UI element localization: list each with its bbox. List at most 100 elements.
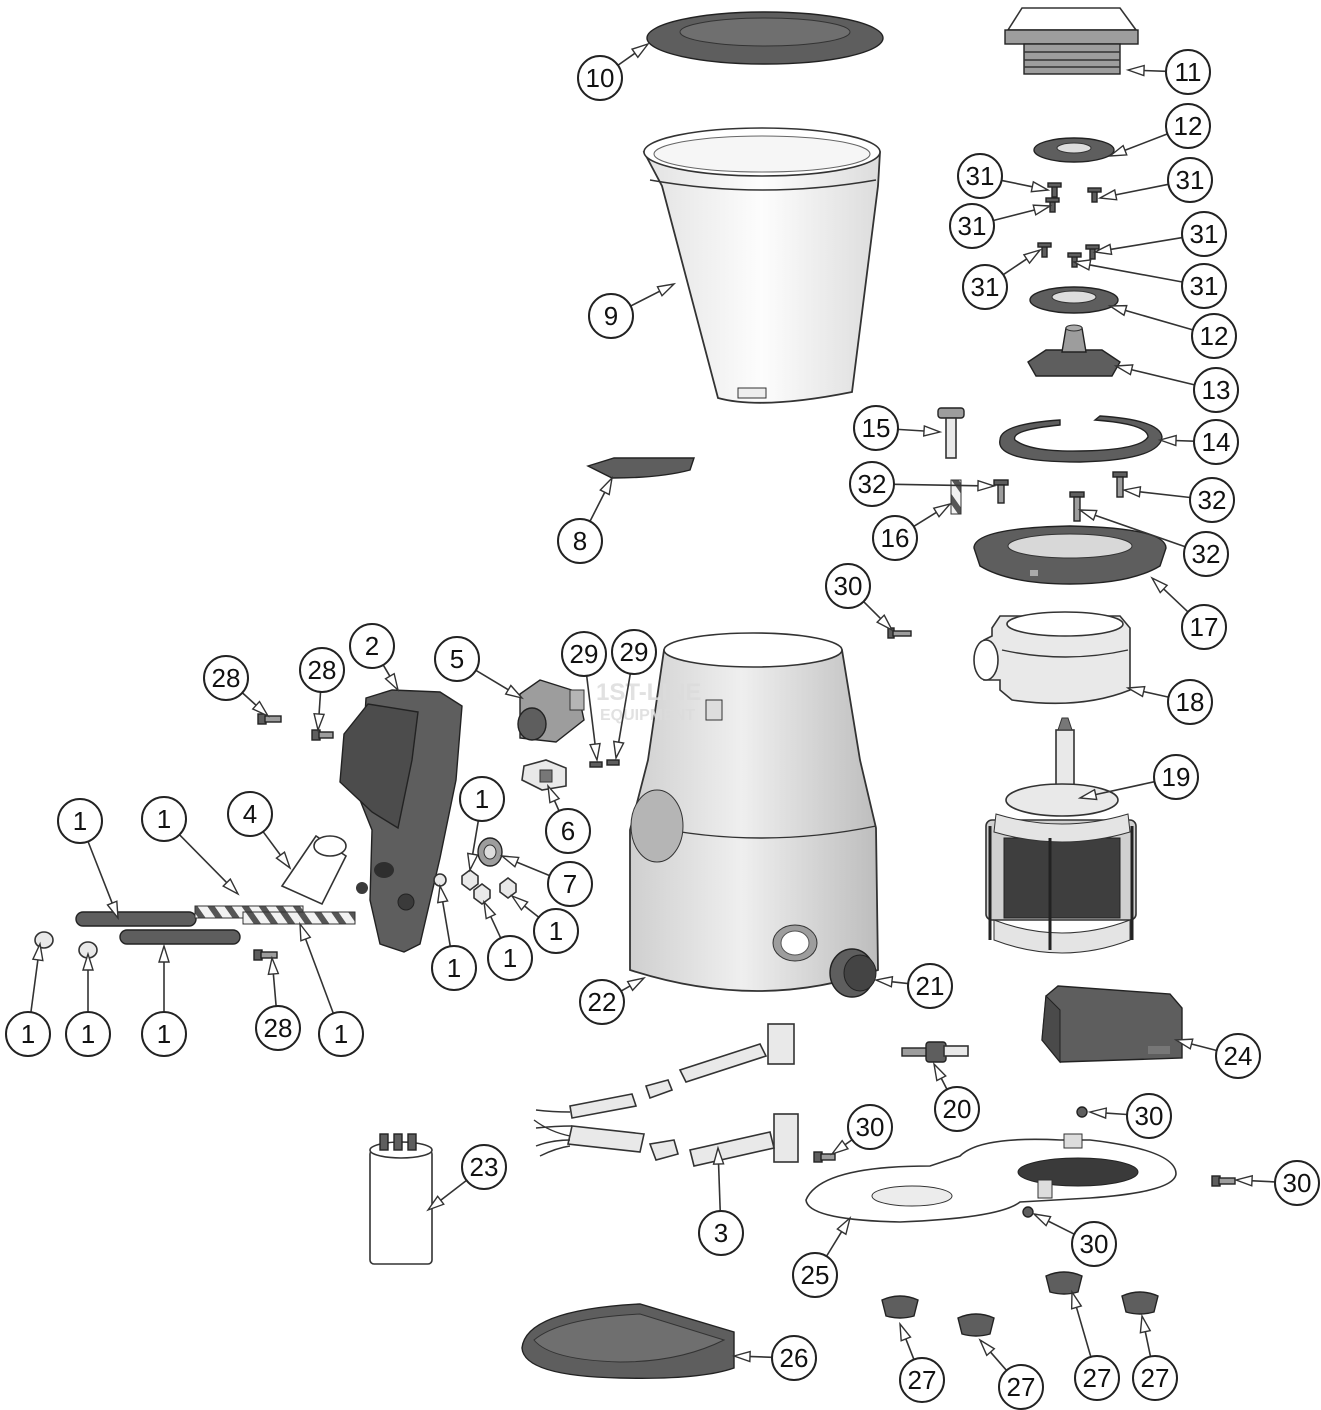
callout-30: 30 [825,563,894,632]
callout-circle [853,405,899,451]
callout-number: 30 [1080,1229,1109,1259]
callout-circle [141,796,187,842]
callout-number: 4 [243,799,257,829]
callout-circle [1074,1355,1120,1401]
callout-arrowhead [626,976,647,992]
callout-circle [299,647,345,693]
callout-number: 1 [157,804,171,834]
callout-arrowhead [1032,204,1053,216]
part-7-cable-gland [477,837,503,867]
callout-number: 10 [586,63,615,93]
callout-6: 6 [545,783,591,854]
callout-arrowhead [630,42,650,59]
callout-arrowhead [384,672,400,693]
callout-circle [1189,477,1235,523]
callout-25: 25 [792,1216,852,1298]
callout-29: 29 [561,631,607,763]
callout-number: 5 [450,644,464,674]
callout-arrowhead [275,851,292,870]
callout-leader [272,971,277,1007]
callout-29: 29 [611,629,657,761]
callout-leader [1141,69,1167,73]
callout-circle [899,1357,945,1403]
part-6-microswitch [521,759,567,791]
callout-number: 1 [447,953,461,983]
callout-number: 6 [561,816,575,846]
callout-leader [318,691,322,717]
callout-number: 31 [1190,219,1219,249]
callout-circle [1181,211,1227,257]
callout-number: 1 [475,784,489,814]
callout-leader [1108,236,1183,251]
part-22-main-body [629,632,879,992]
callout-leader [1249,1179,1276,1183]
callout-circle [1165,103,1211,149]
callout-number: 1 [21,1019,35,1049]
callout-arrowhead [1139,1313,1152,1334]
callout-leader [904,1336,915,1360]
callout-circle [434,636,480,682]
callout-28: 28 [299,647,345,733]
callout-leader [1103,1112,1128,1116]
callout-circle [1274,1160,1320,1206]
callout-arrowhead [932,1061,947,1082]
callout-circle [349,623,395,669]
part-9-hopper [642,127,881,404]
callout-circle [611,629,657,675]
callout-leader [1173,439,1195,443]
callout-number: 20 [943,1094,972,1124]
callout-leader [522,904,540,918]
callout-circle [588,293,634,339]
callout-3: 3 [698,1145,744,1256]
part-1-hinge-parts [34,869,517,959]
callout-leader [617,51,638,66]
callout-arrowhead [426,1195,445,1212]
part-10-hopper-lid [646,11,884,65]
callout-arrowhead [1030,180,1051,193]
callout-circle [1191,313,1237,359]
part-12-lower-burr [1029,286,1119,314]
part-24-electronics-box [1041,985,1183,1064]
callout-number: 1 [503,943,517,973]
callout-leader [1046,1219,1075,1235]
callout-leader [630,289,662,307]
callout-arrowhead [836,1216,852,1236]
callout-arrowhead [251,700,270,718]
callout-arrowhead [222,877,240,896]
callout-arrowhead [1121,485,1142,498]
callout-number: 29 [620,637,649,667]
callout-leader [241,692,259,708]
part-15-pin [937,407,965,459]
callout-32: 32 [849,461,997,507]
callout-circle [998,1364,1044,1410]
watermark-line1: 1ST-LINE [596,679,701,706]
callout-number: 28 [308,655,337,685]
part-25-base-plate [805,1133,1177,1223]
callout-circle [847,1104,893,1150]
part-31-burr-screws [1037,182,1102,268]
callout-number: 30 [856,1112,885,1142]
callout-arrowhead [1077,509,1098,522]
part-29-small-screws [589,759,620,768]
callout-number: 1 [81,1019,95,1049]
callout-circle [825,563,871,609]
callout-number: 24 [1224,1041,1253,1071]
callout-30: 30 [1233,1160,1320,1206]
part-4-sleeve [280,834,348,906]
callout-circle [5,1011,51,1057]
callout-number: 32 [1192,539,1221,569]
callout-leader [514,860,550,877]
callout-leader [1122,133,1168,152]
part-32-screws [993,471,1128,522]
callout-arrowhead [1031,1212,1052,1227]
callout-number: 13 [1202,375,1231,405]
callout-number: 12 [1200,321,1229,351]
callout-number: 31 [1176,165,1205,195]
callout-arrowhead [612,740,625,761]
callout-30: 30 [830,1104,893,1156]
callout-arrowhead [1125,685,1146,698]
callout-number: 31 [971,272,1000,302]
callout-26: 26 [731,1335,817,1381]
callout-1: 1 [459,776,505,873]
callout-number: 15 [862,413,891,443]
